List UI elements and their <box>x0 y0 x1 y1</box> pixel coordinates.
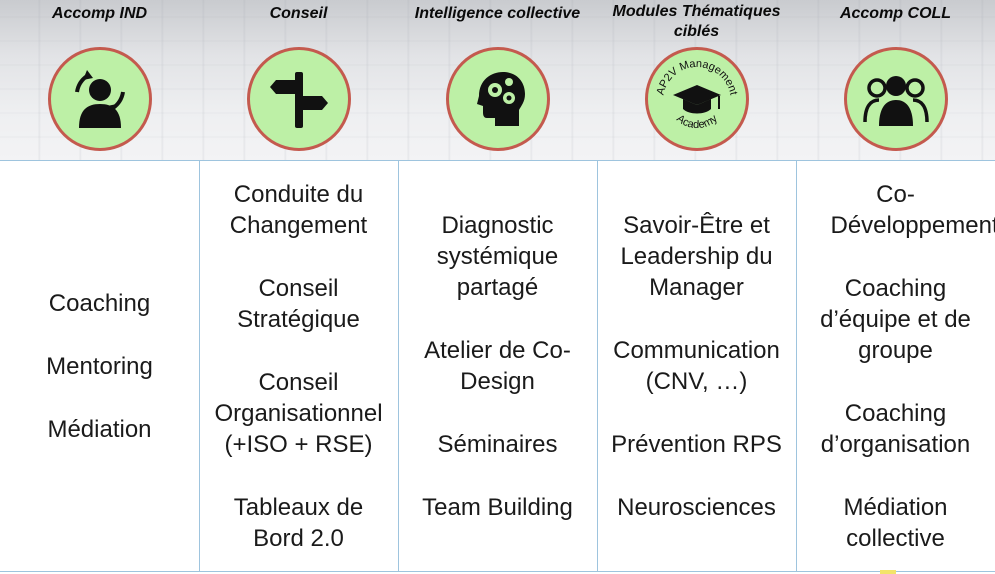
column-title: Modules Thématiques ciblés <box>612 3 781 40</box>
head-gears-icon <box>445 47 550 151</box>
group-icon <box>843 47 948 151</box>
svg-text:Academy: Academy <box>674 112 720 131</box>
column-conseil: Conduite du Changement Conseil Stratégiq… <box>199 161 398 571</box>
service-item: Mentoring <box>46 352 153 380</box>
column-divider <box>597 161 598 571</box>
service-item: Conduite du Changement <box>229 180 368 239</box>
highlight-mark <box>880 570 896 574</box>
column-divider <box>199 161 200 571</box>
service-item: Coaching <box>48 289 151 317</box>
service-item: Communication (CNV, …) <box>613 336 780 395</box>
service-item: Médiation collective <box>843 493 948 552</box>
column-header-accomp-coll: Accomp COLL <box>796 0 995 160</box>
column-accomp-coll: Co-Développement Coaching d’équipe et de… <box>796 161 995 571</box>
header-banner: Accomp IND Conseil Intelligence collecti… <box>0 0 995 160</box>
column-title: Conseil <box>269 5 328 22</box>
service-item: Conseil Stratégique <box>237 274 360 333</box>
logo-text-bottom: Academy <box>674 112 720 131</box>
services-grid: Coaching Mentoring Médiation Conduite du… <box>0 160 995 572</box>
column-header-modules-thematiques: Modules Thématiques ciblés AP2V Manageme… <box>597 0 796 160</box>
person-refresh-icon <box>47 47 152 151</box>
column-header-intelligence-collective: Intelligence collective <box>398 0 597 160</box>
column-title: Accomp COLL <box>839 5 952 22</box>
service-item: Co-Développement <box>830 180 995 239</box>
column-intelligence-collective: Diagnostic systémique partagé Atelier de… <box>398 161 597 571</box>
service-item: Coaching d’organisation <box>820 399 971 458</box>
column-header-accomp-ind: Accomp IND <box>0 0 199 160</box>
column-title: Intelligence collective <box>414 5 581 22</box>
column-header-conseil: Conseil <box>199 0 398 160</box>
graduation-cap-icon: AP2V Management Academy <box>644 47 749 151</box>
column-modules-thematiques: Savoir-Être et Leadership du Manager Com… <box>597 161 796 571</box>
service-item: Coaching d’équipe et de groupe <box>820 274 971 364</box>
column-divider <box>796 161 797 571</box>
column-accomp-ind: Coaching Mentoring Médiation <box>0 161 199 571</box>
service-item: Neurosciences <box>617 493 776 521</box>
service-item: Atelier de Co-Design <box>424 336 571 395</box>
service-item: Diagnostic systémique partagé <box>436 211 559 301</box>
column-title: Accomp IND <box>51 5 148 22</box>
service-item: Prévention RPS <box>611 430 782 458</box>
service-item: Savoir-Être et Leadership du Manager <box>620 211 773 301</box>
service-item: Team Building <box>422 493 573 521</box>
service-item: Séminaires <box>437 430 558 458</box>
column-divider <box>398 161 399 571</box>
signpost-icon <box>246 47 351 151</box>
service-item: Tableaux de Bord 2.0 <box>233 493 364 552</box>
service-item: Conseil Organisationnel (+ISO + RSE) <box>214 368 383 458</box>
service-item: Médiation <box>47 415 152 443</box>
